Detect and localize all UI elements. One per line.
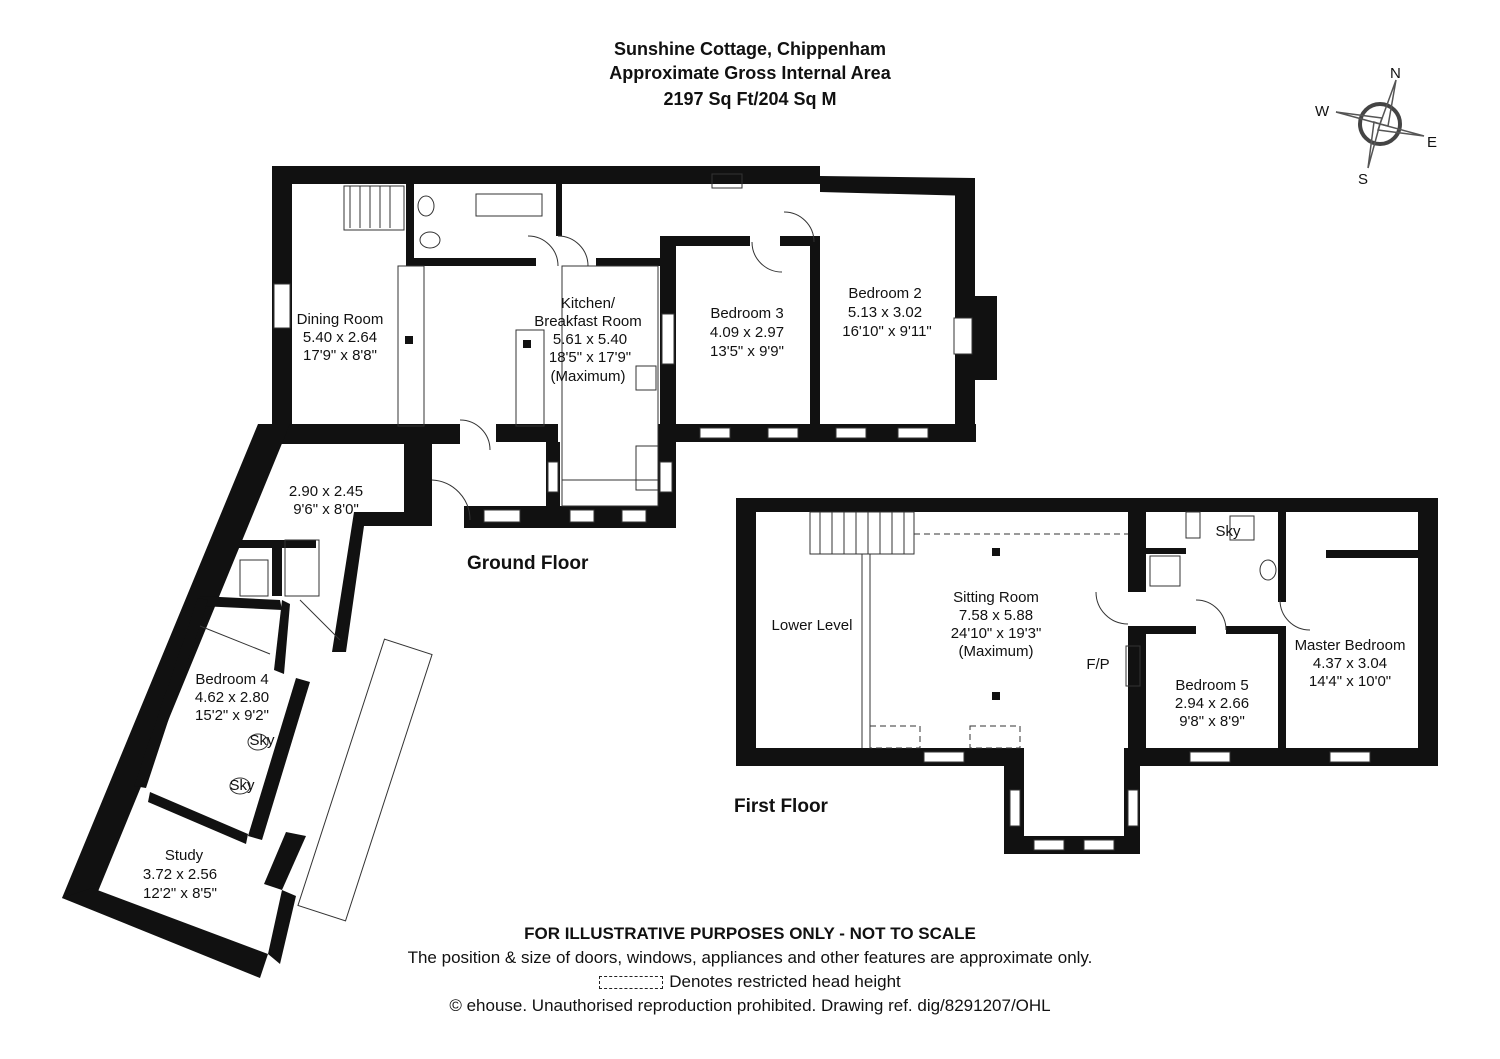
- kitchen-note: (Maximum): [551, 368, 626, 385]
- bedroom4-name: Bedroom 4: [195, 671, 268, 688]
- master-bedroom-metric: 4.37 x 3.04: [1313, 655, 1387, 672]
- legend-text: Denotes restricted head height: [669, 972, 901, 991]
- compass-e: E: [1427, 134, 1437, 151]
- first-floor-label: First Floor: [734, 796, 828, 817]
- copyright: © ehouse. Unauthorised reproduction proh…: [449, 996, 1051, 1015]
- study-metric: 3.72 x 2.56: [143, 866, 217, 883]
- plan-title: Sunshine Cottage, Chippenham: [613, 39, 886, 59]
- restricted-height-swatch: [599, 976, 664, 990]
- sitting-room-metric: 7.58 x 5.88: [959, 607, 1033, 624]
- bedroom3-name: Bedroom 3: [710, 305, 783, 322]
- plan-area: 2197 Sq Ft/204 Sq M: [663, 89, 837, 109]
- ground-floor-label: Ground Floor: [467, 553, 589, 574]
- study-imperial: 12'2" x 8'5": [143, 885, 217, 902]
- hall-imperial: 9'6" x 8'0": [293, 501, 359, 518]
- kitchen-imperial: 18'5" x 17'9": [549, 349, 631, 366]
- sky-label-1: Sky: [249, 732, 275, 749]
- disclaimer: FOR ILLUSTRATIVE PURPOSES ONLY - NOT TO …: [524, 924, 976, 943]
- bedroom2-metric: 5.13 x 3.02: [848, 304, 922, 321]
- bedroom2-name: Bedroom 2: [848, 285, 921, 302]
- ground-floor-fixtures: [199, 173, 815, 922]
- sky-label-3: Sky: [1215, 523, 1241, 540]
- first-floor-windows: [923, 751, 1371, 851]
- bedroom4-metric: 4.62 x 2.80: [195, 689, 269, 706]
- compass-n: N: [1390, 65, 1401, 82]
- ground-floor-labels: Dining Room 5.40 x 2.64 17'9" x 8'8" Kit…: [143, 285, 932, 902]
- hall-metric: 2.90 x 2.45: [289, 483, 363, 500]
- first-floor-fixtures: [809, 511, 1311, 749]
- sitting-room-imperial: 24'10" x 19'3": [951, 625, 1042, 642]
- bedroom3-metric: 4.09 x 2.97: [710, 324, 784, 341]
- approximation-note: The position & size of doors, windows, a…: [407, 948, 1093, 967]
- bedroom5-name: Bedroom 5: [1175, 677, 1248, 694]
- dining-room-metric: 5.40 x 2.64: [303, 329, 377, 346]
- fireplace-label: F/P: [1086, 656, 1109, 673]
- bedroom2-imperial: 16'10" x 9'11": [842, 323, 932, 340]
- legend-row: Denotes restricted head height: [0, 970, 1500, 993]
- first-floor-labels: Lower Level Sitting Room 7.58 x 5.88 24'…: [772, 523, 1406, 730]
- bedroom5-imperial: 9'8" x 8'9": [1179, 713, 1245, 730]
- sitting-room-note: (Maximum): [959, 643, 1034, 660]
- bedroom5-metric: 2.94 x 2.66: [1175, 695, 1249, 712]
- kitchen-name-1: Kitchen/: [561, 295, 616, 312]
- bedroom3-imperial: 13'5" x 9'9": [710, 343, 784, 360]
- bedroom4-imperial: 15'2" x 9'2": [195, 707, 269, 724]
- kitchen-name-2: Breakfast Room: [534, 313, 642, 330]
- dining-room-imperial: 17'9" x 8'8": [303, 347, 377, 364]
- master-bedroom-imperial: 14'4" x 10'0": [1309, 673, 1391, 690]
- plan-markers: [405, 336, 1000, 700]
- master-bedroom-name: Master Bedroom: [1295, 637, 1406, 654]
- ground-floor-windows: [273, 283, 973, 523]
- sitting-room-name: Sitting Room: [953, 589, 1039, 606]
- dining-room-name: Dining Room: [297, 311, 384, 328]
- compass-s: S: [1358, 171, 1368, 188]
- compass-w: W: [1315, 103, 1330, 120]
- lower-level-name: Lower Level: [772, 617, 853, 634]
- study-name: Study: [165, 847, 204, 864]
- sky-label-2: Sky: [229, 777, 255, 794]
- kitchen-metric: 5.61 x 5.40: [553, 331, 627, 348]
- plan-subtitle: Approximate Gross Internal Area: [609, 63, 891, 83]
- compass-icon: N E S W: [1315, 65, 1437, 188]
